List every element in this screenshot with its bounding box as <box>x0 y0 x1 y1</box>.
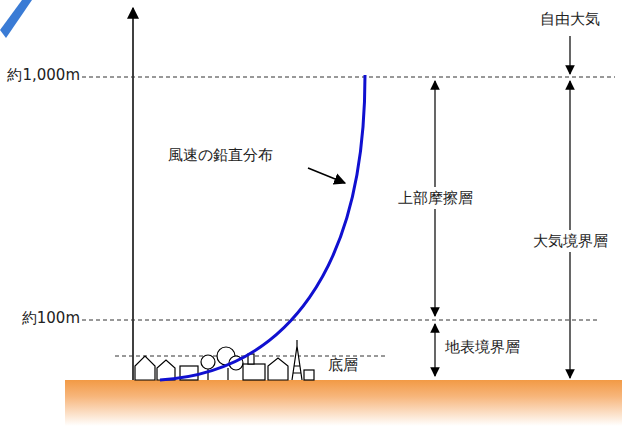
level-100m <box>82 320 600 321</box>
layer-name: 上部摩擦層 <box>397 187 474 209</box>
height-label: 約1,000m <box>7 66 80 84</box>
height-axis <box>132 8 134 380</box>
height-label: 約100m <box>22 309 80 327</box>
wind-profile-curve <box>160 75 365 380</box>
corner-stripe <box>0 0 32 38</box>
curve-label: 風速の鉛直分布 <box>168 146 273 164</box>
leader-arrow <box>308 168 345 183</box>
layer-name: 大気境界層 <box>532 230 609 252</box>
layer-name: 自由大気 <box>540 10 600 28</box>
level-1000m <box>82 77 615 78</box>
layer-name: 地表境界層 <box>445 338 520 356</box>
surface-layer-span <box>434 324 435 376</box>
ground-objects <box>135 340 314 380</box>
free-atmosphere-arrow <box>569 36 570 74</box>
layer-name: 底層 <box>328 356 358 374</box>
ground <box>65 380 622 426</box>
